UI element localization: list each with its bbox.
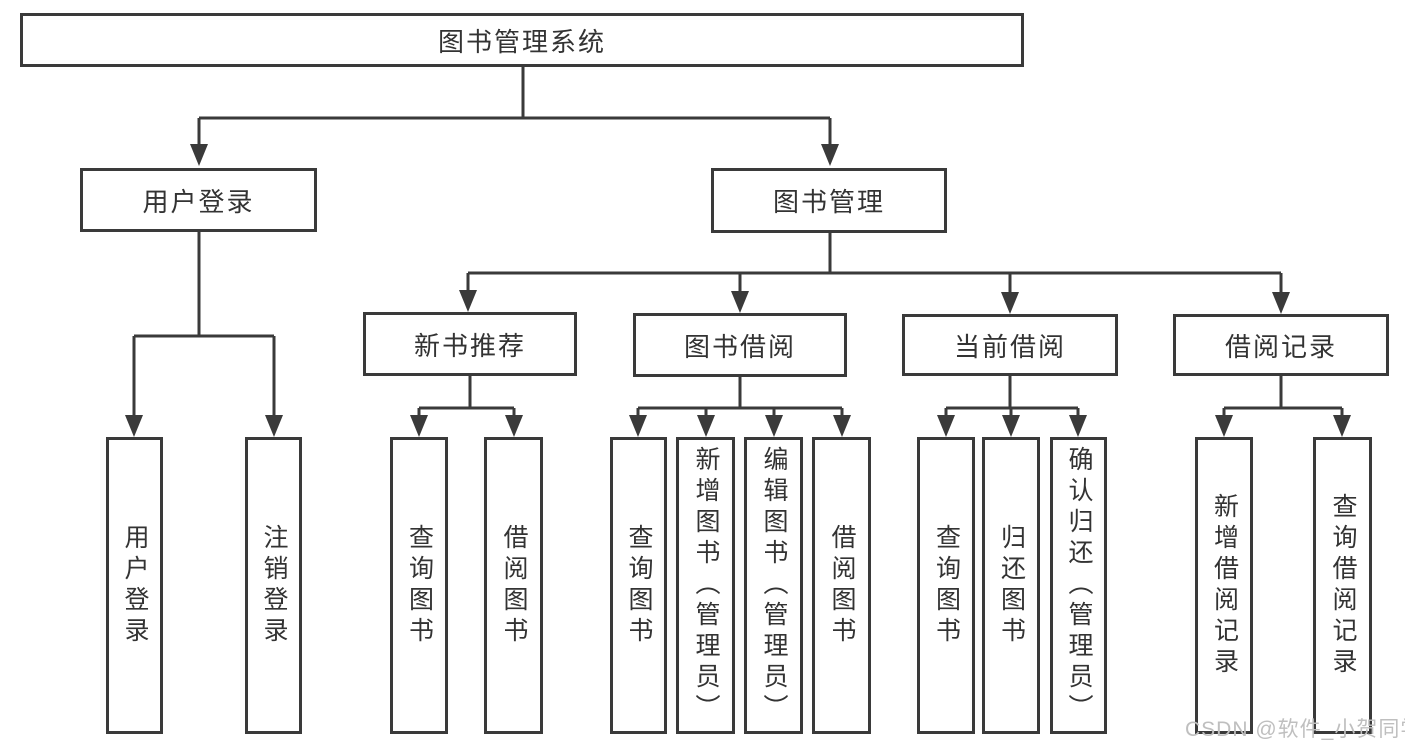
node-leaf-add-borrow-record-label: 新增借阅记录 <box>1210 492 1239 679</box>
node-leaf-query-books-recommend-label: 查询图书 <box>405 523 434 648</box>
node-leaf-query-books-borrowing: 查询图书 <box>610 437 667 734</box>
node-leaf-confirm-return-admin: 确认归还（管理员） <box>1050 437 1107 734</box>
node-leaf-edit-books-admin-label: 编辑图书（管理员） <box>760 446 788 725</box>
node-leaf-borrow-books-label: 借阅图书 <box>828 523 856 648</box>
node-new-book-recommend-label: 新书推荐 <box>413 330 526 361</box>
node-leaf-user-login: 用户登录 <box>106 437 163 734</box>
node-current-borrowing: 当前借阅 <box>902 314 1118 376</box>
node-current-borrowing-label: 当前借阅 <box>953 331 1066 362</box>
node-system-root: 图书管理系统 <box>20 13 1024 67</box>
node-user-login-group: 用户登录 <box>80 168 317 232</box>
csdn-watermark: CSDN @软件_小贺同学 <box>1185 718 1405 741</box>
node-book-management-label: 图书管理 <box>772 187 885 217</box>
node-leaf-borrow-books-recommend: 借阅图书 <box>484 437 543 734</box>
node-leaf-logout: 注销登录 <box>245 437 302 734</box>
node-leaf-add-books-admin-label: 新增图书（管理员） <box>692 446 720 725</box>
node-leaf-borrow-books-recommend-label: 借阅图书 <box>500 523 528 648</box>
node-leaf-query-books-recommend: 查询图书 <box>390 437 448 734</box>
node-user-login-group-label: 用户登录 <box>142 186 255 217</box>
node-book-management: 图书管理 <box>711 168 947 233</box>
node-leaf-add-books-admin: 新增图书（管理员） <box>676 437 735 734</box>
node-borrowing-records: 借阅记录 <box>1173 314 1389 376</box>
node-leaf-confirm-return-admin-label: 确认归还（管理员） <box>1065 446 1093 725</box>
node-leaf-return-books: 归还图书 <box>982 437 1040 734</box>
node-new-book-recommend: 新书推荐 <box>363 312 577 376</box>
node-leaf-query-borrow-record: 查询借阅记录 <box>1313 437 1372 734</box>
node-leaf-logout-label: 注销登录 <box>260 523 288 648</box>
node-leaf-query-books-current-label: 查询图书 <box>932 523 961 648</box>
node-system-root-label: 图书管理系统 <box>437 26 606 57</box>
node-leaf-return-books-label: 归还图书 <box>997 523 1026 648</box>
node-leaf-edit-books-admin: 编辑图书（管理员） <box>744 437 803 734</box>
node-borrowing-records-label: 借阅记录 <box>1224 331 1337 362</box>
node-leaf-query-borrow-record-label: 查询借阅记录 <box>1329 492 1357 679</box>
connector-lines <box>132 67 1344 419</box>
node-leaf-borrow-books: 借阅图书 <box>812 437 871 734</box>
node-leaf-query-books-borrowing-label: 查询图书 <box>625 523 653 648</box>
node-leaf-user-login-label: 用户登录 <box>121 523 149 648</box>
node-book-borrowing: 图书借阅 <box>633 313 847 377</box>
node-book-borrowing-label: 图书借阅 <box>683 331 796 362</box>
node-leaf-query-books-current: 查询图书 <box>917 437 975 734</box>
node-leaf-add-borrow-record: 新增借阅记录 <box>1195 437 1253 734</box>
